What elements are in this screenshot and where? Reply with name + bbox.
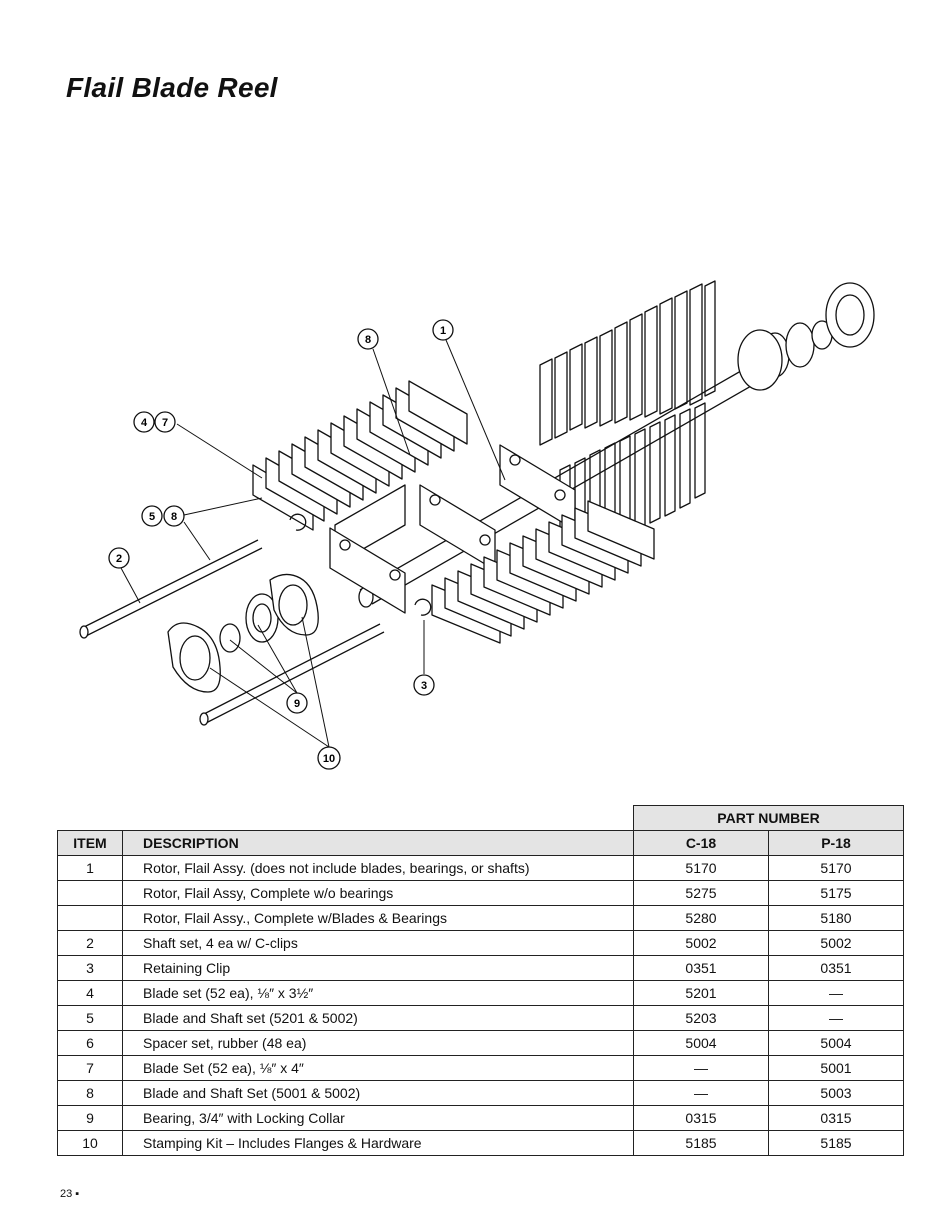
table-row: Rotor, Flail Assy., Complete w/Blades & …: [57, 905, 904, 931]
exploded-parts-diagram: 8 1 4 7 5 8 2 3 9 10: [79, 280, 875, 770]
item-cell: 8: [57, 1080, 123, 1106]
p18-cell: 5001: [768, 1055, 904, 1081]
description-cell: Rotor, Flail Assy., Complete w/Blades & …: [122, 905, 634, 931]
callout-1: 1: [432, 319, 454, 341]
description-cell: Blade and Shaft Set (5001 & 5002): [122, 1080, 634, 1106]
p18-cell: 5170: [768, 855, 904, 881]
c18-column-header: C-18: [633, 830, 769, 856]
description-cell: Blade Set (52 ea), ⅛″ x 4″: [122, 1055, 634, 1081]
callout-2: 2: [108, 547, 130, 569]
svg-text:2: 2: [116, 553, 122, 565]
item-cell: 2: [57, 930, 123, 956]
callout-7: 7: [154, 411, 176, 433]
svg-text:4: 4: [141, 417, 148, 429]
description-cell: Rotor, Flail Assy, Complete w/o bearings: [122, 880, 634, 906]
c18-cell: —: [633, 1080, 769, 1106]
svg-text:3: 3: [421, 680, 427, 692]
item-cell: [57, 905, 123, 931]
p18-column-header: P-18: [768, 830, 904, 856]
svg-text:10: 10: [323, 753, 335, 765]
p18-cell: 0351: [768, 955, 904, 981]
table-row: Rotor, Flail Assy, Complete w/o bearings…: [57, 880, 904, 906]
svg-text:5: 5: [149, 511, 155, 523]
blade-bank-upper-left: [252, 380, 468, 531]
callout-8-left: 8: [163, 505, 185, 527]
c18-cell: —: [633, 1055, 769, 1081]
item-cell: 1: [57, 855, 123, 881]
page-number: 23 ▪: [60, 1188, 80, 1200]
p18-cell: 5185: [768, 1130, 904, 1156]
description-cell: Bearing, 3/4″ with Locking Collar: [122, 1105, 634, 1131]
description-cell: Rotor, Flail Assy. (does not include bla…: [122, 855, 634, 881]
p18-cell: 5180: [768, 905, 904, 931]
item-cell: 6: [57, 1030, 123, 1056]
callout-9: 9: [286, 692, 308, 714]
description-cell: Stamping Kit – Includes Flanges & Hardwa…: [122, 1130, 634, 1156]
description-cell: Blade and Shaft set (5201 & 5002): [122, 1005, 634, 1031]
item-cell: 7: [57, 1055, 123, 1081]
description-cell: Blade set (52 ea), ⅛″ x 3½″: [122, 980, 634, 1006]
callout-5: 5: [141, 505, 163, 527]
callout-3: 3: [413, 674, 435, 696]
p18-cell: 5004: [768, 1030, 904, 1056]
p18-cell: 5003: [768, 1080, 904, 1106]
c18-cell: 5004: [633, 1030, 769, 1056]
p18-cell: 5175: [768, 880, 904, 906]
c18-cell: 5203: [633, 1005, 769, 1031]
c18-cell: 5280: [633, 905, 769, 931]
c18-cell: 0351: [633, 955, 769, 981]
p18-cell: 5002: [768, 930, 904, 956]
c18-cell: 5201: [633, 980, 769, 1006]
p18-cell: 0315: [768, 1105, 904, 1131]
item-cell: 4: [57, 980, 123, 1006]
c18-cell: 0315: [633, 1105, 769, 1131]
c18-cell: 5170: [633, 855, 769, 881]
description-cell: Retaining Clip: [122, 955, 634, 981]
item-cell: 3: [57, 955, 123, 981]
p18-cell: —: [768, 980, 904, 1006]
parts-table: PART NUMBER ITEM DESCRIPTION C-18 P-18 1…: [57, 805, 904, 1156]
item-cell: [57, 880, 123, 906]
callout-4: 4: [133, 411, 155, 433]
page-title: Flail Blade Reel: [66, 72, 278, 103]
svg-text:7: 7: [162, 417, 168, 429]
item-column-header: ITEM: [57, 830, 123, 856]
svg-text:9: 9: [294, 698, 300, 710]
blade-bank-upper-right: [539, 280, 716, 446]
part-number-header: PART NUMBER: [633, 805, 904, 831]
callout-10: 10: [317, 746, 341, 770]
svg-text:1: 1: [440, 325, 446, 337]
item-cell: 10: [57, 1130, 123, 1156]
c18-cell: 5002: [633, 930, 769, 956]
description-cell: Shaft set, 4 ea w/ C-clips: [122, 930, 634, 956]
blade-bank-lower-middle: [431, 500, 655, 644]
description-column-header: DESCRIPTION: [122, 830, 634, 856]
svg-text:8: 8: [171, 511, 177, 523]
callout-8-top: 8: [357, 328, 379, 350]
description-cell: Spacer set, rubber (48 ea): [122, 1030, 634, 1056]
p18-cell: —: [768, 1005, 904, 1031]
item-cell: 9: [57, 1105, 123, 1131]
svg-text:8: 8: [365, 334, 371, 346]
c18-cell: 5275: [633, 880, 769, 906]
item-cell: 5: [57, 1005, 123, 1031]
c18-cell: 5185: [633, 1130, 769, 1156]
